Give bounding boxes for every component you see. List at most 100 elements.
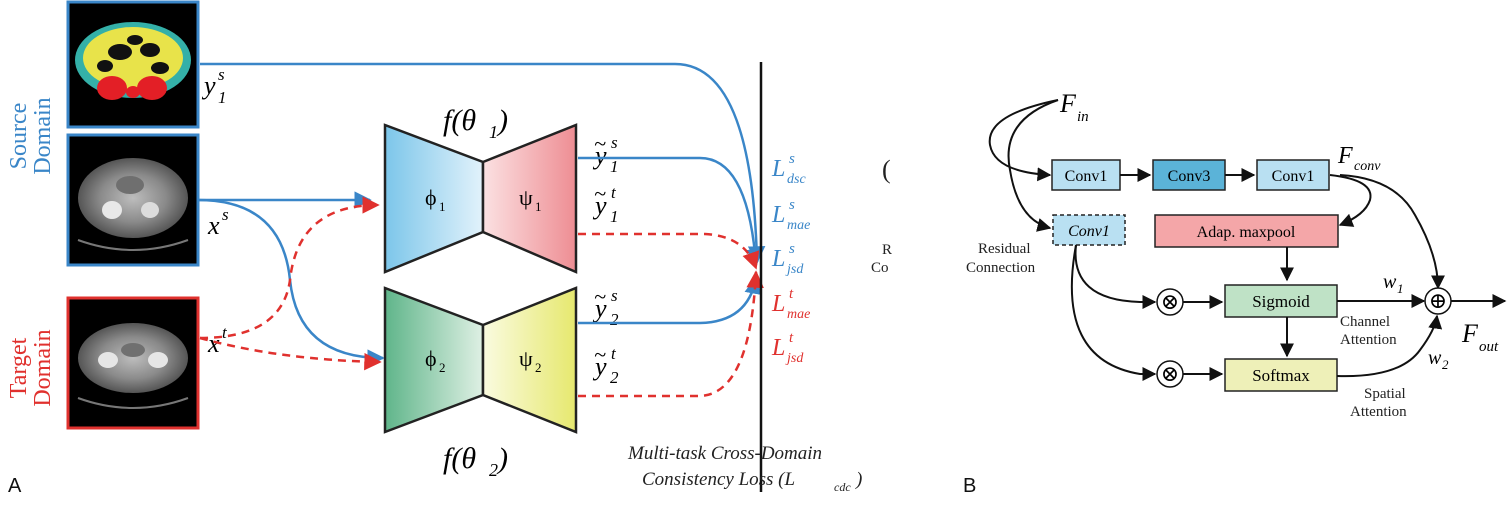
out1t-base: y [592, 191, 607, 220]
fin-to-conv1-arrow [988, 99, 1059, 182]
loss-t-jsd-sup: t [789, 330, 794, 346]
psi1-label: ψ [519, 185, 533, 210]
xs-base: x [207, 211, 220, 240]
y1t-tilde: ~ [594, 181, 606, 206]
loss-t-mae-sub: mae [787, 307, 810, 322]
caption-line1: Multi-task Cross-Domain [627, 443, 822, 464]
f-out-sub: out [1479, 339, 1499, 355]
f-conv-label: F conv [1337, 143, 1381, 174]
otimes-2-symbol: ⊗ [1161, 361, 1179, 386]
loss-caption: Multi-task Cross-Domain Consistency Loss… [627, 443, 862, 494]
xt-label: x t [207, 323, 228, 358]
y1s-sub: 1 [218, 88, 227, 107]
residual-line1: Residual [978, 241, 1031, 257]
spatial-line2: Attention [1350, 404, 1407, 420]
adaptive-maxpool-label: Adap. maxpool [1197, 224, 1296, 241]
cropped-text-fragments: ( R Co [871, 155, 892, 276]
out1s-sub: 1 [610, 157, 619, 176]
source-ct-image [66, 133, 200, 267]
output-y1s: ~ y s 1 [592, 131, 619, 176]
phi1-label: ϕ [425, 185, 437, 210]
out1t-sub: 1 [610, 207, 619, 226]
w2-base: w [1428, 347, 1442, 369]
phi2-sub: 2 [439, 360, 446, 375]
loss-terms: L s dsc L s mae L s jsd L t mae L t [771, 151, 810, 366]
cropped-r: R [882, 242, 892, 258]
y1t-to-loss-arrow [578, 232, 760, 270]
softmax-to-sum-arrow [1336, 314, 1443, 378]
output-y1t: ~ y t 1 [592, 181, 619, 226]
caption-line2: Consistency Loss (L [642, 469, 795, 490]
conv1-to-maxpool-arrow [1329, 174, 1372, 227]
target-domain-line2: Domain [30, 329, 56, 406]
xt-sup: t [222, 323, 228, 342]
channel-line2: Attention [1340, 332, 1397, 348]
panel-a-label: A [8, 475, 22, 497]
w1-label: w 1 [1383, 271, 1404, 296]
target-to-bottom-network-arrow [199, 336, 382, 371]
loss-s-dsc-sub: dsc [787, 172, 806, 187]
loss-t-mae-base: L [771, 291, 785, 317]
loss-s-mae: L s mae [771, 197, 810, 233]
xs-label: x s [207, 205, 229, 240]
target-ct-image [66, 296, 200, 430]
caption-sub: cdc [834, 480, 851, 494]
panel-b-label: B [963, 475, 976, 497]
cropped-paren: ( [882, 155, 891, 184]
f2-close: ) [496, 442, 508, 475]
f-out-label: F out [1461, 319, 1499, 355]
w2-sub: 2 [1442, 357, 1449, 372]
phi1-sub: 1 [439, 199, 446, 214]
conv3-label: Conv3 [1168, 168, 1211, 185]
fin-to-residual-conv1-arrow [1007, 99, 1059, 232]
output-y2t: ~ y t 2 [592, 342, 619, 387]
out1s-sup: s [611, 133, 618, 152]
residual-line2: Connection [966, 260, 1036, 276]
psi1-sub: 1 [535, 199, 542, 214]
network-1: ϕ 1 ψ 1 [383, 123, 578, 274]
y1s-tilde: ~ [594, 131, 606, 156]
f-out-base: F [1461, 319, 1479, 348]
spatial-attention-label: Spatial Attention [1350, 386, 1407, 420]
out2s-sub: 2 [610, 310, 619, 329]
fconv-to-sum-arrow [1339, 174, 1445, 290]
out2t-sup: t [611, 344, 617, 363]
y2t-tilde: ~ [594, 342, 606, 367]
target-to-top-network-arrow [199, 196, 380, 340]
f-in-label: F in [1059, 89, 1089, 125]
out2s-base: y [592, 294, 607, 323]
y2t-to-loss-arrow [578, 270, 764, 398]
loss-s-dsc-sup: s [789, 151, 795, 167]
w1-base: w [1383, 271, 1397, 293]
softmax-box [1224, 358, 1338, 392]
loss-s-dsc: L s dsc [771, 151, 806, 187]
w2-label: w 2 [1428, 347, 1449, 372]
out1s-base: y [592, 141, 607, 170]
loss-t-mae: L t mae [771, 286, 810, 322]
residual-conv1-label: Conv1 [1068, 223, 1110, 240]
softmax-label: Softmax [1252, 366, 1310, 385]
f-conv-sub: conv [1354, 159, 1381, 174]
y1s-sup: s [218, 65, 225, 84]
psi2-sub: 2 [535, 360, 542, 375]
residual-conv1-box [1052, 214, 1126, 246]
loss-t-jsd-sub: jsd [785, 351, 804, 366]
y2s-tilde: ~ [594, 284, 606, 309]
out1t-sup: t [611, 183, 617, 202]
multiply-node-1: ⊗ [1156, 288, 1184, 316]
otimes-1-symbol: ⊗ [1161, 289, 1179, 314]
channel-attention-label: Channel Attention [1340, 314, 1397, 348]
loss-s-mae-sub: mae [787, 218, 810, 233]
out2t-base: y [592, 352, 607, 381]
psi2-label: ψ [519, 346, 533, 371]
label-to-loss-arrow [200, 62, 766, 264]
f-in-sub: in [1077, 109, 1089, 125]
f-in-base: F [1059, 89, 1077, 118]
sigmoid-box [1224, 284, 1338, 318]
decoder-psi1 [481, 123, 578, 274]
loss-t-jsd: L t jsd [771, 330, 804, 366]
loss-s-jsd: L s jsd [771, 241, 804, 277]
sum-node: ⊕ [1424, 287, 1452, 315]
adaptive-maxpool-box [1154, 214, 1339, 248]
